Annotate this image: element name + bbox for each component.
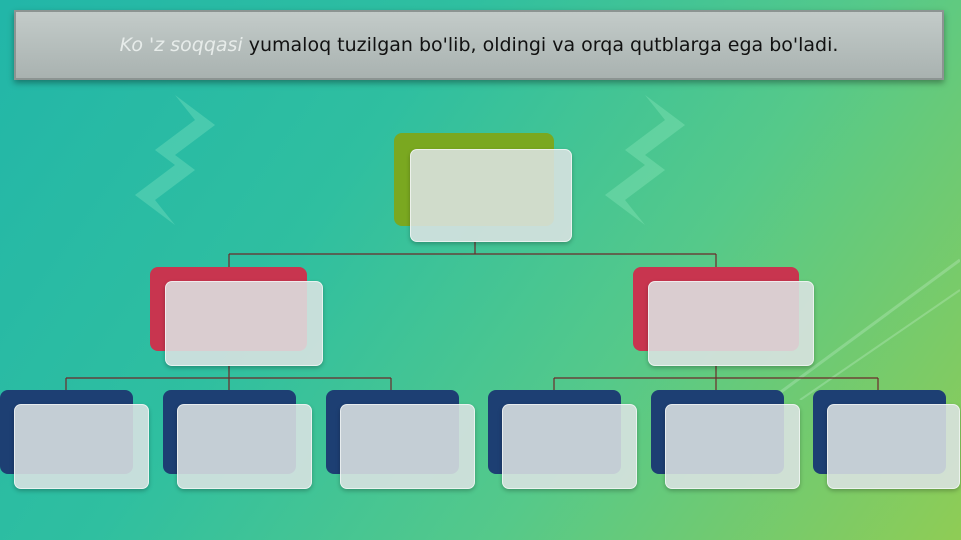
- title-text: yumaloq tuzilgan bo'lib, oldingi va orqa…: [248, 34, 839, 56]
- level2-node-box: [648, 281, 814, 366]
- level3-node-box: [502, 404, 637, 489]
- watermark-logo-icon: [605, 95, 685, 225]
- level3-node-3[interactable]: [326, 390, 476, 490]
- level3-node-box: [340, 404, 475, 489]
- root-node[interactable]: [394, 133, 572, 243]
- title-banner: Ko 'z soqqasi yumaloq tuzilgan bo'lib, o…: [14, 10, 944, 80]
- root-node-box: [410, 149, 572, 242]
- level3-node-box: [177, 404, 312, 489]
- diagonal-stripes-decoration: [769, 258, 960, 400]
- level2-node-right[interactable]: [633, 267, 815, 367]
- level3-node-6[interactable]: [813, 390, 961, 490]
- level3-node-4[interactable]: [488, 390, 638, 490]
- level3-node-box: [14, 404, 149, 489]
- title-faded-prefix: Ko 'z soqqasi: [119, 34, 243, 56]
- level3-node-box: [665, 404, 800, 489]
- level3-node-1[interactable]: [0, 390, 150, 490]
- level2-node-left[interactable]: [150, 267, 324, 367]
- watermark-logo-icon: [135, 95, 215, 225]
- level3-node-5[interactable]: [651, 390, 801, 490]
- level3-node-2[interactable]: [163, 390, 313, 490]
- level2-node-box: [165, 281, 323, 366]
- level3-node-box: [827, 404, 960, 489]
